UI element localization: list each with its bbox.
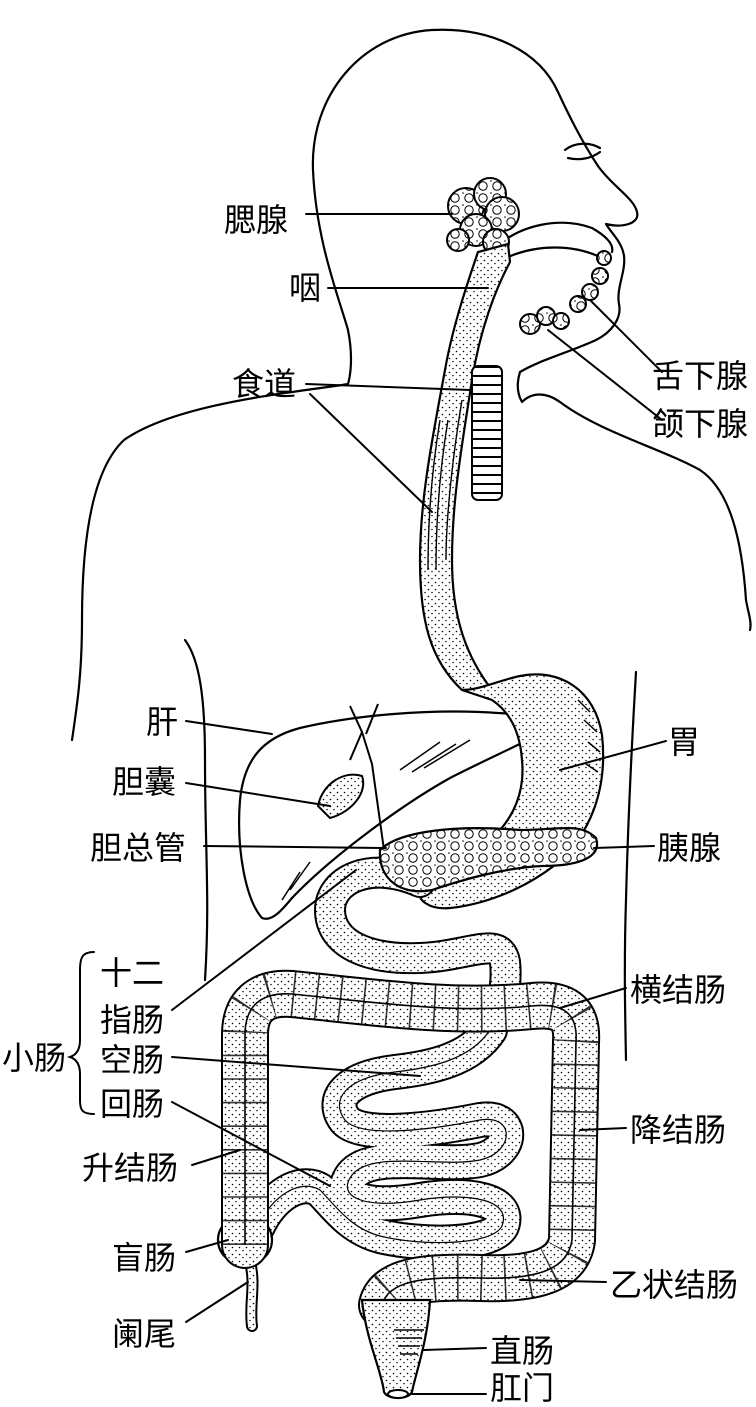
label-small-intestine: 小肠 (2, 1039, 66, 1077)
label-jejunum: 空肠 (100, 1041, 164, 1079)
leader-descending-colon (579, 1127, 627, 1131)
label-esophagus: 食道 (232, 365, 296, 403)
stomach-rugae (577, 699, 601, 773)
small-intestine (258, 1030, 506, 1243)
label-ileum: 回肠 (100, 1085, 164, 1123)
submandibular-gland (519, 306, 570, 335)
label-liver: 肝 (146, 703, 178, 741)
label-pharynx: 咽 (289, 269, 321, 307)
label-duodenum-line1: 十二 (100, 954, 164, 992)
leader-pancreas (593, 845, 655, 849)
label-duodenum-line2: 指肠 (100, 1001, 164, 1039)
label-appendix: 阑尾 (112, 1315, 176, 1353)
label-submandibular-gland: 颌下腺 (652, 405, 748, 443)
sublingual-gland (569, 250, 612, 313)
gallbladder (316, 773, 365, 820)
label-anus: 肛门 (490, 1369, 554, 1407)
esophagus-wall-lines (427, 399, 463, 571)
label-pancreas: 胰腺 (657, 829, 721, 867)
leader-gallbladder (185, 782, 331, 807)
label-rectum: 直肠 (490, 1332, 554, 1370)
leader-esophagus-2 (309, 393, 433, 513)
leader-submandibular-gland (547, 329, 663, 421)
bile-ducts (349, 703, 385, 851)
label-transverse-colon: 横结肠 (630, 971, 726, 1009)
labels: 腮腺 咽 食道 舌下腺 颌下腺 肝 胆囊 胆总管 胃 胰腺 十二 指肠 小肠 空… (2, 201, 748, 1407)
leader-transverse-colon (559, 987, 627, 1009)
leader-duodenum (171, 869, 357, 1011)
body-outline (70, 28, 752, 1062)
leader-ileum (171, 1101, 331, 1187)
anus (387, 1389, 409, 1399)
torso-left-outline (183, 638, 209, 982)
leader-lines (171, 213, 667, 1395)
rectum (360, 1298, 432, 1400)
right-shoulder-outline (516, 370, 752, 632)
label-common-bile-duct: 胆总管 (90, 829, 186, 867)
leader-jejunum (171, 1056, 421, 1077)
leader-esophagus-1 (305, 383, 471, 391)
label-cecum: 盲肠 (112, 1239, 176, 1277)
leader-stomach (559, 740, 667, 771)
liver-shading (281, 739, 471, 901)
eye (563, 142, 602, 161)
leader-ascending-colon (191, 1149, 241, 1166)
small-intestine-brace (66, 951, 95, 1115)
label-parotid-gland: 腮腺 (224, 201, 288, 239)
pancreas (378, 826, 599, 893)
head-outline (311, 28, 639, 374)
trachea (471, 365, 503, 501)
label-descending-colon: 降结肠 (630, 1111, 726, 1149)
label-gallbladder: 胆囊 (112, 763, 176, 801)
leader-sigmoid-colon (519, 1279, 607, 1283)
leader-common-bile-duct (203, 845, 387, 849)
leader-sublingual-gland (589, 299, 663, 373)
leader-appendix (185, 1281, 249, 1323)
label-ascending-colon: 升结肠 (82, 1149, 178, 1187)
leader-cecum (185, 1239, 229, 1253)
leader-liver (185, 720, 273, 735)
left-shoulder-outline (70, 328, 353, 742)
leader-rectum (423, 1347, 487, 1351)
label-stomach: 胃 (668, 723, 700, 761)
rectum-folds (394, 1329, 424, 1355)
oral-cavity (498, 221, 614, 260)
appendix (250, 1262, 253, 1326)
label-sigmoid-colon: 乙状结肠 (610, 1266, 738, 1304)
torso-right-outline (623, 670, 638, 1062)
label-sublingual-gland: 舌下腺 (652, 357, 748, 395)
